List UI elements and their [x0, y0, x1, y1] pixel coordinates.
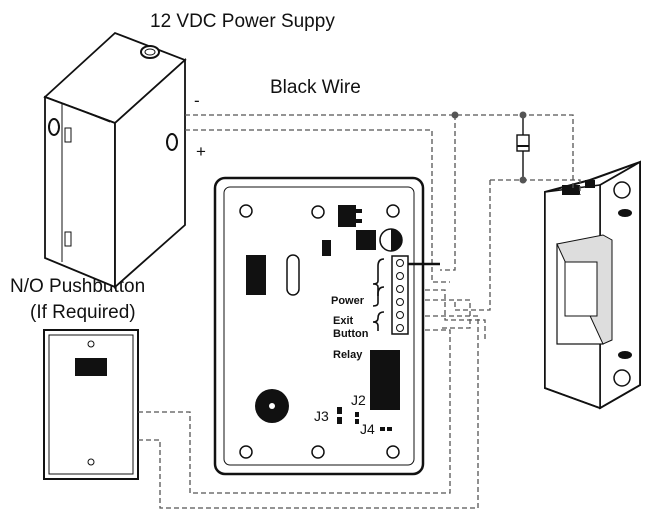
jumper-j4-label: J4 [360, 421, 375, 437]
plus-terminal-label: + [196, 142, 206, 161]
exit-terminal-label-2: Button [333, 328, 369, 340]
minus-terminal-label: - [194, 91, 200, 110]
exit-terminal-label: Exit [333, 315, 354, 327]
pushbutton-plate [43, 329, 139, 480]
controller-board [213, 176, 425, 476]
jumper-j3-label: J3 [314, 408, 329, 424]
power-supply-label: 12 VDC Power Suppy [150, 11, 335, 32]
relay-label: Relay [333, 349, 363, 361]
pushbutton-note-label: (If Required) [30, 302, 136, 323]
electric-strike [544, 160, 641, 410]
black-wire-label: Black Wire [270, 77, 361, 98]
power-terminal-label: Power [331, 295, 365, 307]
dashed-wires [138, 114, 581, 509]
jumper-j2-label: J2 [351, 392, 366, 408]
diode [516, 111, 530, 184]
power-supply-box [43, 31, 187, 289]
